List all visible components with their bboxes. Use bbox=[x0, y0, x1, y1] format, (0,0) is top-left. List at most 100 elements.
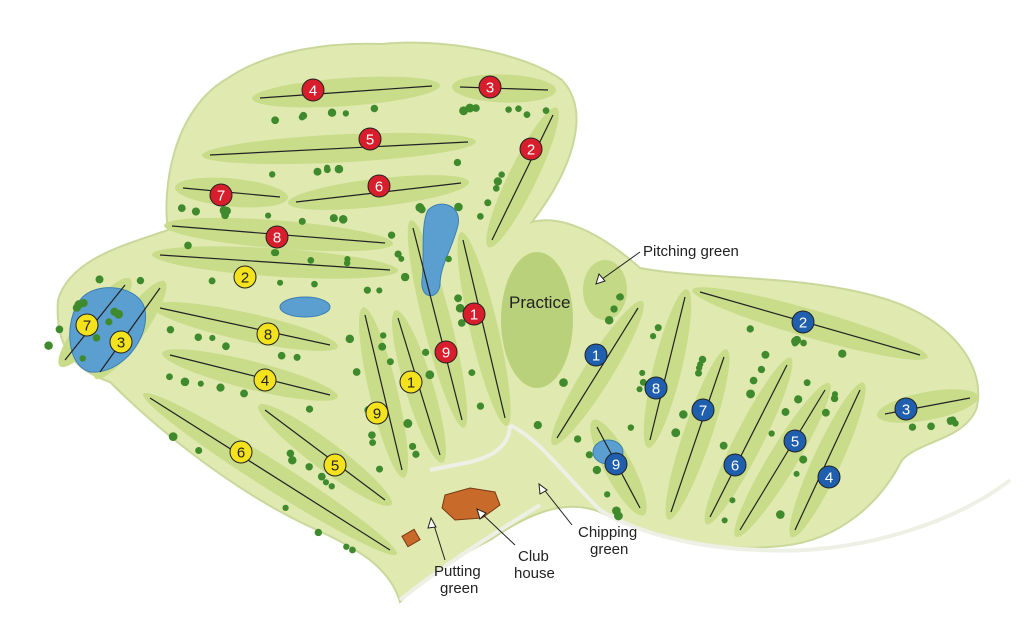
tree-icon bbox=[317, 472, 326, 481]
tree-icon bbox=[800, 339, 807, 347]
hole-line-red-1 bbox=[462, 239, 506, 419]
hole-marker-yellow-4[interactable]: 4 bbox=[253, 368, 277, 392]
hole-marker-blue-9[interactable]: 9 bbox=[604, 452, 628, 476]
hole-marker-yellow-7[interactable]: 7 bbox=[75, 313, 99, 337]
hole-marker-circle[interactable] bbox=[478, 75, 502, 99]
hole-marker-blue-3[interactable]: 3 bbox=[894, 397, 918, 421]
hole-number: 2 bbox=[527, 142, 535, 159]
hole-marker-yellow-9[interactable]: 9 bbox=[365, 401, 389, 425]
tree-icon bbox=[559, 378, 568, 387]
tree-icon bbox=[761, 350, 770, 359]
hole-marker-circle[interactable] bbox=[644, 376, 668, 400]
tree-icon bbox=[378, 342, 387, 351]
tree-icon bbox=[472, 104, 480, 112]
hole-marker-blue-4[interactable]: 4 bbox=[817, 465, 841, 489]
hole-marker-blue-8[interactable]: 8 bbox=[644, 376, 668, 400]
tree-icon bbox=[293, 353, 301, 361]
hole-number: 3 bbox=[902, 402, 910, 419]
hole-line-blue-8 bbox=[649, 296, 686, 441]
tree-icon bbox=[92, 334, 101, 342]
tree-icon bbox=[55, 325, 64, 334]
hole-marker-yellow-8[interactable]: 8 bbox=[256, 322, 280, 346]
hole-number: 4 bbox=[825, 470, 833, 487]
tree-icon bbox=[282, 504, 289, 512]
hole-marker-circle[interactable] bbox=[519, 137, 543, 161]
hole-marker-red-8[interactable]: 8 bbox=[265, 225, 289, 249]
hole-marker-blue-6[interactable]: 6 bbox=[723, 453, 747, 477]
hole-number: 6 bbox=[237, 445, 245, 462]
hole-marker-circle[interactable] bbox=[301, 78, 325, 102]
hole-marker-circle[interactable] bbox=[584, 343, 608, 367]
tree-icon bbox=[311, 280, 318, 288]
hole-marker-circle[interactable] bbox=[691, 398, 715, 422]
hole-marker-red-2[interactable]: 2 bbox=[519, 137, 543, 161]
hole-marker-circle[interactable] bbox=[783, 429, 807, 453]
hole-marker-yellow-1[interactable]: 1 bbox=[399, 370, 423, 394]
hole-marker-circle[interactable] bbox=[604, 452, 628, 476]
hole-marker-yellow-3[interactable]: 3 bbox=[109, 330, 133, 354]
tree-icon bbox=[277, 351, 286, 360]
tree-icon bbox=[425, 370, 435, 380]
hole-marker-red-9[interactable]: 9 bbox=[434, 340, 458, 364]
hole-marker-red-7[interactable]: 7 bbox=[209, 183, 233, 207]
hole-marker-circle[interactable] bbox=[894, 397, 918, 421]
hole-marker-red-5[interactable]: 5 bbox=[358, 127, 382, 151]
hole-marker-circle[interactable] bbox=[75, 313, 99, 337]
tree-icon bbox=[484, 199, 492, 207]
hole-line-yellow-2 bbox=[159, 254, 391, 271]
hole-marker-circle[interactable] bbox=[358, 127, 382, 151]
hole-marker-circle[interactable] bbox=[365, 401, 389, 425]
hole-marker-circle[interactable] bbox=[233, 265, 257, 289]
hole-marker-blue-7[interactable]: 7 bbox=[691, 398, 715, 422]
hole-marker-yellow-6[interactable]: 6 bbox=[229, 440, 253, 464]
hole-marker-blue-1[interactable]: 1 bbox=[584, 343, 608, 367]
hole-marker-circle[interactable] bbox=[434, 340, 458, 364]
tree-icon bbox=[338, 215, 348, 224]
hole-number: 5 bbox=[791, 434, 799, 451]
tree-icon bbox=[775, 510, 785, 519]
hole-marker-yellow-2[interactable]: 2 bbox=[233, 265, 257, 289]
hole-line-red-4 bbox=[259, 85, 433, 99]
hole-marker-circle[interactable] bbox=[229, 440, 253, 464]
tree-icon bbox=[831, 391, 839, 398]
tree-icon bbox=[79, 355, 86, 362]
hole-marker-yellow-5[interactable]: 5 bbox=[323, 453, 347, 477]
tree-icon bbox=[947, 418, 954, 426]
hole-marker-red-1[interactable]: 1 bbox=[462, 302, 486, 326]
hole-marker-red-3[interactable]: 3 bbox=[478, 75, 502, 99]
hole-marker-circle[interactable] bbox=[791, 310, 815, 334]
tree-icon bbox=[368, 431, 376, 439]
hole-marker-circle[interactable] bbox=[109, 330, 133, 354]
tree-icon bbox=[639, 378, 647, 386]
tree-icon bbox=[269, 171, 276, 178]
tree-icon bbox=[363, 286, 371, 294]
hole-marker-blue-5[interactable]: 5 bbox=[783, 429, 807, 453]
hole-marker-circle[interactable] bbox=[256, 322, 280, 346]
hole-marker-red-4[interactable]: 4 bbox=[301, 78, 325, 102]
tree-icon bbox=[184, 241, 192, 250]
tree-icon bbox=[455, 303, 465, 313]
tree-icon bbox=[349, 546, 356, 554]
hole-marker-circle[interactable] bbox=[209, 183, 233, 207]
tree-icon bbox=[749, 376, 758, 385]
club-house-building bbox=[401, 487, 501, 548]
tree-icon bbox=[695, 369, 703, 377]
tree-icon bbox=[328, 483, 335, 490]
tree-icon bbox=[370, 104, 379, 113]
hole-marker-circle[interactable] bbox=[723, 453, 747, 477]
tree-icon bbox=[334, 164, 344, 174]
tree-icon bbox=[604, 491, 611, 498]
tree-icon bbox=[639, 369, 646, 376]
tree-icon bbox=[136, 276, 145, 285]
hole-marker-circle[interactable] bbox=[265, 225, 289, 249]
hole-marker-circle[interactable] bbox=[399, 370, 423, 394]
hole-marker-blue-2[interactable]: 2 bbox=[791, 310, 815, 334]
tree-icon bbox=[400, 272, 410, 282]
hole-marker-circle[interactable] bbox=[462, 302, 486, 326]
hole-marker-circle[interactable] bbox=[367, 174, 391, 198]
hole-number: 1 bbox=[470, 307, 478, 324]
hole-marker-circle[interactable] bbox=[323, 453, 347, 477]
hole-marker-circle[interactable] bbox=[817, 465, 841, 489]
hole-marker-red-6[interactable]: 6 bbox=[367, 174, 391, 198]
hole-marker-circle[interactable] bbox=[253, 368, 277, 392]
